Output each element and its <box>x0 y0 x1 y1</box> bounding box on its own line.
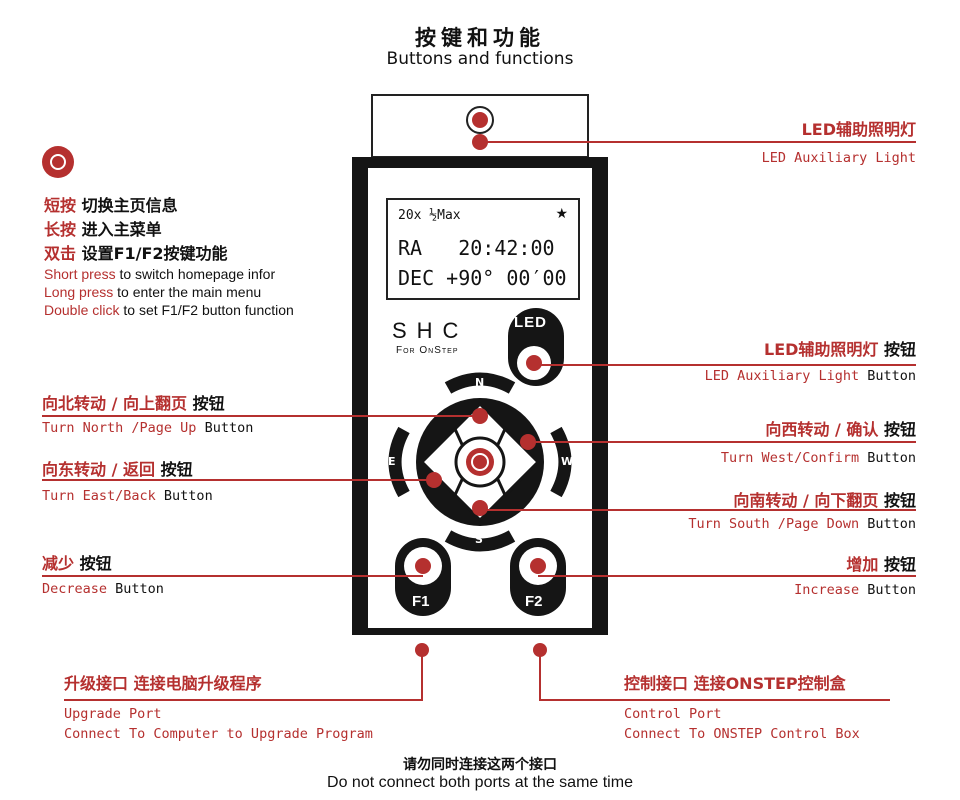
double-click-cn-text: 设置F1/F2按键功能 <box>76 244 228 263</box>
led-button-line <box>540 364 916 366</box>
f2-label: F2 <box>525 593 543 610</box>
north-en: Turn North /Page Up Button <box>42 420 254 436</box>
led-button-label: LED <box>514 314 547 331</box>
warning-en: Do not connect both ports at the same ti… <box>327 774 633 791</box>
s-label: S <box>475 533 483 546</box>
long-press-cn-text: 进入主菜单 <box>76 220 162 239</box>
west-line <box>528 441 916 443</box>
east-line <box>42 479 434 481</box>
west-arc <box>550 426 572 498</box>
double-click-cn-key: 双击 <box>44 244 77 263</box>
brand: SHC <box>392 318 469 343</box>
west-en: Turn West/Confirm Button <box>720 450 916 466</box>
short-press-en-key: Short press <box>44 266 116 282</box>
south-line <box>480 509 916 511</box>
east-en: Turn East/Back Button <box>42 488 213 504</box>
control-en-2: Connect To ONSTEP Control Box <box>624 726 860 742</box>
w-label: W <box>561 455 574 468</box>
east-dot <box>426 472 442 488</box>
f1-label: F1 <box>412 593 430 610</box>
increase-cn: 增加 按钮 <box>846 555 916 574</box>
control-vline <box>539 650 541 700</box>
north-arc <box>444 372 516 394</box>
led-light-cn: LED辅助照明灯 <box>801 120 916 139</box>
long-press-en-key: Long press <box>44 284 114 300</box>
long-press-cn-key: 长按 <box>44 220 77 239</box>
long-press-en-text: to enter the main menu <box>113 284 262 300</box>
south-en: Turn South /Page Down Button <box>688 516 916 532</box>
upgrade-vline <box>421 650 423 700</box>
dpad <box>416 398 544 526</box>
decrease-cn: 减少 按钮 <box>42 554 112 573</box>
led-light-line <box>480 141 916 143</box>
south-cn: 向南转动 / 向下翻页 按钮 <box>733 491 916 510</box>
control-en-1: Control Port <box>624 706 722 722</box>
upgrade-cn: 升级接口 连接电脑升级程序 <box>64 674 262 693</box>
decrease-line <box>42 575 423 577</box>
north-line <box>42 415 480 417</box>
led-lamp-dot <box>472 112 488 128</box>
led-button[interactable]: LED <box>508 308 564 386</box>
short-press-cn-key: 短按 <box>44 196 77 215</box>
double-click-en-text: to set F1/F2 button function <box>119 302 294 318</box>
led-light-en: LED Auxiliary Light <box>761 150 916 166</box>
control-cn: 控制接口 连接ONSTEP控制盒 <box>624 674 846 693</box>
led-button-cn: LED辅助照明灯 按钮 <box>764 340 916 359</box>
led-button-en: LED Auxiliary Light Button <box>704 368 916 384</box>
south-arc <box>444 530 516 552</box>
f1-button[interactable]: F1 <box>395 538 451 616</box>
title-en: Buttons and functions <box>386 49 574 69</box>
n-label: N <box>475 376 485 389</box>
north-dot <box>472 408 488 424</box>
upgrade-en-1: Upgrade Port <box>64 706 162 722</box>
decrease-en: Decrease Button <box>42 581 164 597</box>
increase-line <box>538 575 916 577</box>
north-cn: 向北转动 / 向上翻页 按钮 <box>42 394 225 413</box>
south-dot <box>472 500 488 516</box>
upgrade-en-2: Connect To Computer to Upgrade Program <box>64 726 373 742</box>
control-line <box>539 699 890 701</box>
title-cn: 按键和功能 <box>415 26 545 50</box>
west-cn: 向西转动 / 确认 按钮 <box>765 420 916 439</box>
short-press-en-text: to switch homepage infor <box>115 266 276 282</box>
short-press-cn-text: 切换主页信息 <box>76 196 178 215</box>
lcd-ra: RA 20:42:00 <box>398 236 555 260</box>
east-arc <box>388 426 410 498</box>
double-click-en-key: Double click <box>44 302 120 318</box>
star-icon: ★ <box>555 206 568 222</box>
increase-en: Increase Button <box>794 582 916 598</box>
subbrand: For OnStep <box>396 345 459 356</box>
upgrade-line <box>64 699 423 701</box>
east-cn: 向东转动 / 返回 按钮 <box>42 460 193 479</box>
warning-cn: 请勿同时连接这两个接口 <box>403 757 557 773</box>
f2-button[interactable]: F2 <box>510 538 566 616</box>
e-label: E <box>388 455 396 468</box>
lcd-screen: 20x ½Max ★ RA 20:42:00 DEC +90° 00′00 <box>386 198 580 300</box>
lcd-dec: DEC +90° 00′00 <box>398 266 567 290</box>
center-button-icon <box>42 146 74 178</box>
lcd-line1-left: 20x ½Max <box>398 208 461 223</box>
